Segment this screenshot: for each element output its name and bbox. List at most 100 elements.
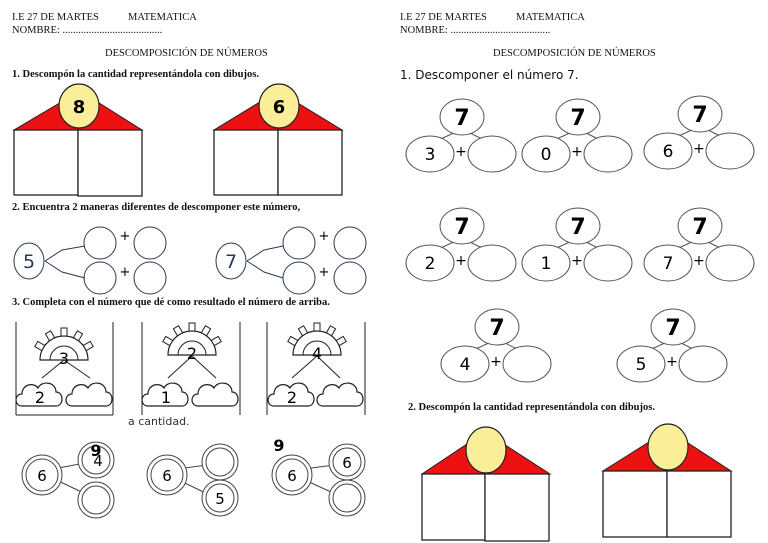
left-bubble <box>643 132 693 170</box>
decompose-7-tree: 76 + <box>643 95 755 170</box>
house-4 <box>601 423 733 538</box>
sun-2-top: 2 <box>187 344 197 363</box>
left-bubble <box>405 244 455 282</box>
left-title: DESCOMPOSICIÓN DE NÚMEROS <box>105 48 268 59</box>
left-bubble <box>521 135 571 173</box>
top-bubble <box>677 207 723 245</box>
tree-left-number: 0 <box>541 145 552 165</box>
decompose-7-number: 7 <box>225 251 237 273</box>
sun-3-left: 2 <box>287 388 297 407</box>
decompose-5 <box>13 226 167 295</box>
right-ex2-instruction: 2. Descompón la cantidad representándola… <box>408 402 655 413</box>
decompose-7-tree: 71 + <box>521 207 633 282</box>
sun-1-left: 2 <box>35 388 45 407</box>
left-nombre-label: NOMBRE: ................................… <box>12 25 163 36</box>
tree-top-number: 7 <box>454 106 469 131</box>
ex4-3-label: 9 <box>273 436 284 455</box>
plus-sign: + <box>120 265 131 280</box>
sun-3-top: 4 <box>312 344 322 363</box>
tree-top-number: 7 <box>665 316 680 341</box>
decompose-5-number: 5 <box>23 251 35 273</box>
tree-top-number: 7 <box>570 106 585 131</box>
right-bubble[interactable] <box>705 132 755 170</box>
right-bubble[interactable] <box>467 244 517 282</box>
right-bubble[interactable] <box>705 244 755 282</box>
ex4-1-label: 9 <box>90 441 101 460</box>
left-ex2-instruction: 2. Encuentra 2 maneras diferentes de des… <box>12 202 301 213</box>
tree-left-number: 3 <box>425 145 436 165</box>
top-bubble <box>439 207 485 245</box>
ex4-2-a: 6 <box>162 467 172 485</box>
tree-left-number: 5 <box>636 355 647 375</box>
sun-problem-2 <box>141 322 241 415</box>
tree-top-number: 7 <box>692 215 707 240</box>
sun-problem-3 <box>266 322 366 415</box>
house-2: 6 <box>212 83 344 196</box>
left-ex3-instruction: 3. Completa con el número que dé como re… <box>12 297 330 308</box>
ex4-1-b: 4 <box>93 452 103 470</box>
top-bubble <box>555 207 601 245</box>
plus-sign: + <box>693 141 705 157</box>
top-bubble <box>439 98 485 136</box>
left-ex1-instruction: 1. Descompón la cantidad representándola… <box>12 69 259 80</box>
right-title: DESCOMPOSICIÓN DE NÚMEROS <box>493 48 656 59</box>
tree-left-number: 1 <box>541 254 552 274</box>
decompose-7-tree: 72 + <box>405 207 517 282</box>
left-bubble <box>616 345 666 383</box>
ex4-3-b: 6 <box>342 454 352 472</box>
sun-1-top: 3 <box>59 349 69 368</box>
decompose-7-tree: 75 + <box>616 308 728 383</box>
house-2-number: 6 <box>273 97 286 118</box>
ex4-3-a: 6 <box>287 467 297 485</box>
tree-top-number: 7 <box>692 103 707 128</box>
right-ex1-instruction: 1. Descomponer el número 7. <box>400 68 579 82</box>
left-school: I.E 27 DE MARTES <box>12 12 99 23</box>
house-1: 8 <box>12 83 144 197</box>
right-bubble[interactable] <box>583 135 633 173</box>
decompose-7-tree: 73 + <box>405 98 517 173</box>
top-bubble <box>474 308 520 346</box>
sun-problem-1 <box>15 322 114 416</box>
decompose-7-tree: 77+ <box>643 207 755 282</box>
house-1-number: 8 <box>73 97 86 118</box>
ex4-1-a: 6 <box>37 467 47 485</box>
left-bubble <box>405 135 455 173</box>
tree-top-number: 7 <box>570 215 585 240</box>
tree-left-number: 6 <box>663 142 674 162</box>
plus-sign: + <box>571 144 583 160</box>
right-bubble[interactable] <box>583 244 633 282</box>
top-bubble <box>677 95 723 133</box>
left-bubble <box>521 244 571 282</box>
decompose-7 <box>215 226 367 295</box>
right-school: I.E 27 DE MARTES <box>400 12 487 23</box>
tree-top-number: 7 <box>454 215 469 240</box>
decompose-7-tree: 70 + <box>521 98 633 173</box>
ex4-2-c: 5 <box>215 490 225 508</box>
tree-top-number: 7 <box>489 316 504 341</box>
plus-sign: + <box>120 229 131 244</box>
left-subject: MATEMATICA <box>128 12 197 23</box>
tree-left-number: 2 <box>425 254 436 274</box>
plus-sign: + <box>455 144 467 160</box>
right-bubble[interactable] <box>502 345 552 383</box>
plus-sign: + <box>455 253 467 269</box>
left-fragment-text: a cantidad. <box>128 415 190 428</box>
plus-sign: + <box>319 229 330 244</box>
tree-left-number: 4 <box>460 355 471 375</box>
top-bubble <box>650 308 696 346</box>
left-bubble <box>643 244 693 282</box>
house-3 <box>420 426 552 542</box>
sun-2-left: 1 <box>161 388 171 407</box>
plus-sign: + <box>666 354 678 370</box>
decompose-7-tree: 74 + <box>440 308 552 383</box>
right-bubble[interactable] <box>678 345 728 383</box>
top-bubble <box>555 98 601 136</box>
right-bubble[interactable] <box>467 135 517 173</box>
plus-sign: + <box>571 253 583 269</box>
plus-sign: + <box>490 354 502 370</box>
